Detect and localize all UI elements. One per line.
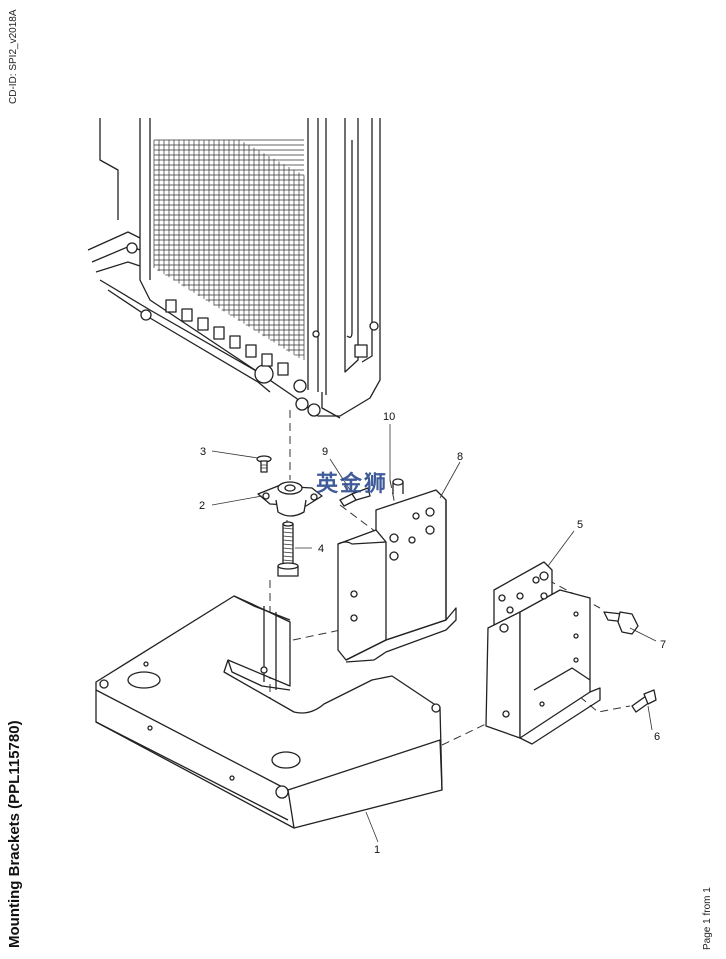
- radiator-assembly: [87, 118, 381, 419]
- watermark-logo: 英金狮: [316, 472, 389, 497]
- callout-1: 1: [374, 844, 380, 856]
- rubber-mount-part-2: [257, 481, 323, 517]
- callout-7: 7: [660, 639, 666, 651]
- callout-2: 2: [199, 500, 205, 512]
- flange-bolt-part-9: [339, 487, 371, 507]
- callout-10: 10: [383, 411, 395, 423]
- callout-4: 4: [318, 543, 324, 555]
- callout-labels: 3 2 4 9 10 8 5 7 6 1: [199, 411, 666, 856]
- leader-lines: [211, 424, 657, 843]
- callout-6: 6: [654, 731, 660, 743]
- right-bracket-part-5: [485, 561, 601, 745]
- base-plate-part-1: [95, 595, 443, 829]
- flange-bolt-part-6: [631, 689, 657, 713]
- callout-8: 8: [457, 451, 463, 463]
- bolt-part-4: [277, 521, 299, 577]
- radiator-bottom-clamps: [165, 299, 289, 376]
- stud-part-10: [392, 478, 404, 494]
- radiator-core-grid: [153, 139, 305, 360]
- left-bracket-part-8: [337, 489, 457, 663]
- callout-9: 9: [322, 446, 328, 458]
- callout-3: 3: [200, 446, 206, 458]
- hex-bolt-part-7: [603, 611, 639, 635]
- screw-part-3: [256, 455, 272, 473]
- callout-5: 5: [577, 519, 583, 531]
